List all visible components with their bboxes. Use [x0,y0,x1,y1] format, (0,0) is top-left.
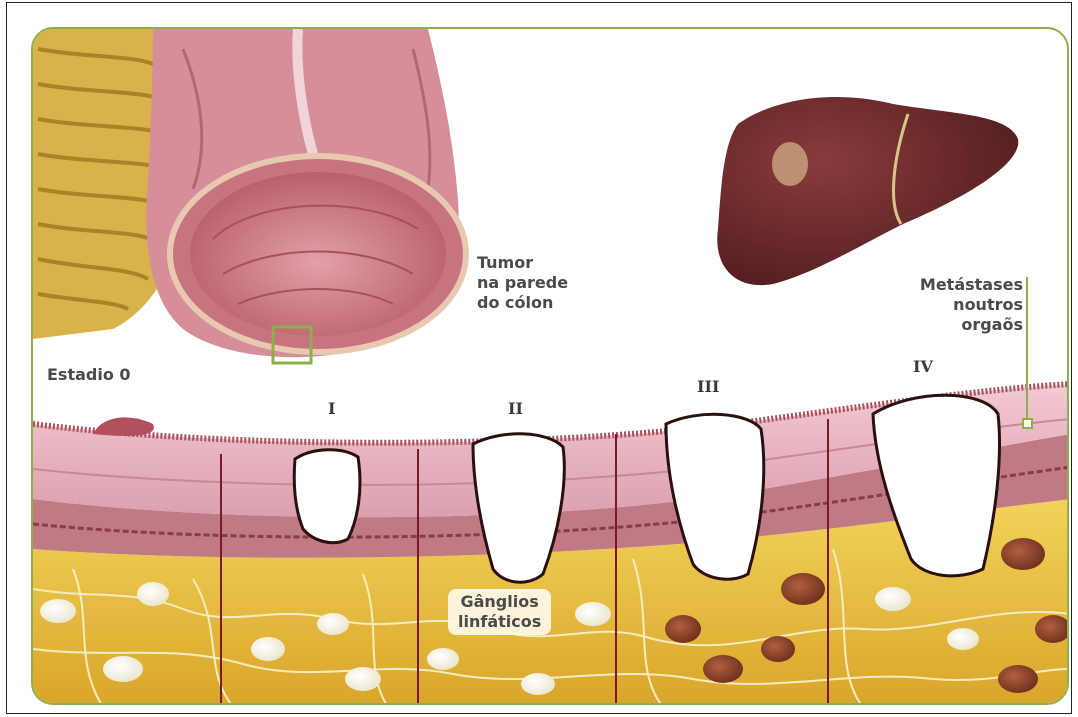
tumor-stage-1 [294,450,360,543]
tumor-label-line-1: Tumor [477,253,568,273]
stage-2-label: II [508,399,523,418]
tumor-label: Tumor na parede do cólon [477,253,568,313]
liver [717,97,1018,285]
stage-3-label: III [697,377,719,396]
tumor-label-line-3: do cólon [477,293,568,313]
metastases-label-line-3: orgaõs [893,315,1023,335]
metastases-label-line-2: noutros [893,295,1023,315]
lymph-nodes-label-line-1: Gânglios [458,592,541,612]
metastases-label-line-1: Metástases [893,275,1023,295]
tumor-label-line-2: na parede [477,273,568,293]
metastasis-marker [1023,419,1032,428]
illustration-frame: Tumor na parede do cólon Metástases nout… [31,27,1069,705]
stage0-lesion [93,417,154,436]
lymph-nodes-label-line-2: linfáticos [458,612,541,632]
stage-4-label: IV [913,357,933,376]
colon-cross-section [146,29,466,363]
liver-metastasis [772,142,808,186]
colon-wall-section [33,277,1069,705]
stage-1-label: I [328,399,335,418]
stage-0-label: Estadio 0 [47,365,131,385]
metastases-label: Metástases noutros orgaõs [893,275,1023,335]
lymph-nodes-label: Gânglios linfáticos [448,589,551,635]
